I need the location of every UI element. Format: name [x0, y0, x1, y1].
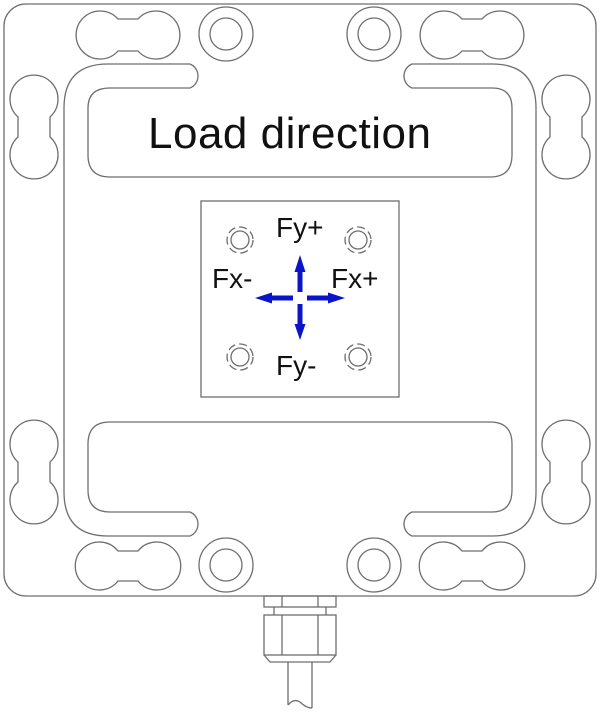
cable-gland [263, 595, 337, 663]
center-loading-plate [200, 200, 400, 398]
mounting-slot-bottom-right [418, 541, 526, 591]
arrow-down-icon [294, 304, 306, 340]
load-arrows [255, 255, 345, 340]
mounting-slot-right-upper [541, 74, 591, 180]
flexure-slot-lower [63, 400, 537, 537]
flexure-slot-upper [63, 63, 537, 210]
mounting-slot-right-lower [541, 419, 591, 525]
center-hole-top-left [226, 226, 254, 254]
arrow-up-icon [294, 255, 306, 292]
diagram-title: Load direction [148, 109, 432, 158]
label-fy-plus: Fy+ [276, 212, 324, 243]
label-fx-minus: Fx- [212, 263, 253, 294]
mounting-slot-left-lower [9, 419, 59, 525]
arrow-left-icon [255, 292, 293, 304]
cable [287, 662, 313, 709]
mounting-hole-bottom-right [346, 537, 402, 593]
mounting-hole-top-left [198, 6, 254, 62]
mounting-slot-bottom-left [74, 541, 182, 591]
mounting-slot-top-right [419, 10, 525, 60]
mounting-hole-bottom-left [198, 537, 254, 593]
center-hole-bottom-right [344, 343, 372, 371]
center-hole-top-right [344, 226, 372, 254]
label-fy-minus: Fy- [276, 350, 317, 381]
mounting-slot-left-upper [9, 74, 59, 180]
mounting-slot-top-left [75, 10, 181, 60]
arrow-right-icon [307, 292, 345, 304]
label-fx-plus: Fx+ [331, 263, 379, 294]
mounting-hole-top-right [346, 6, 402, 62]
center-hole-bottom-left [226, 343, 254, 371]
